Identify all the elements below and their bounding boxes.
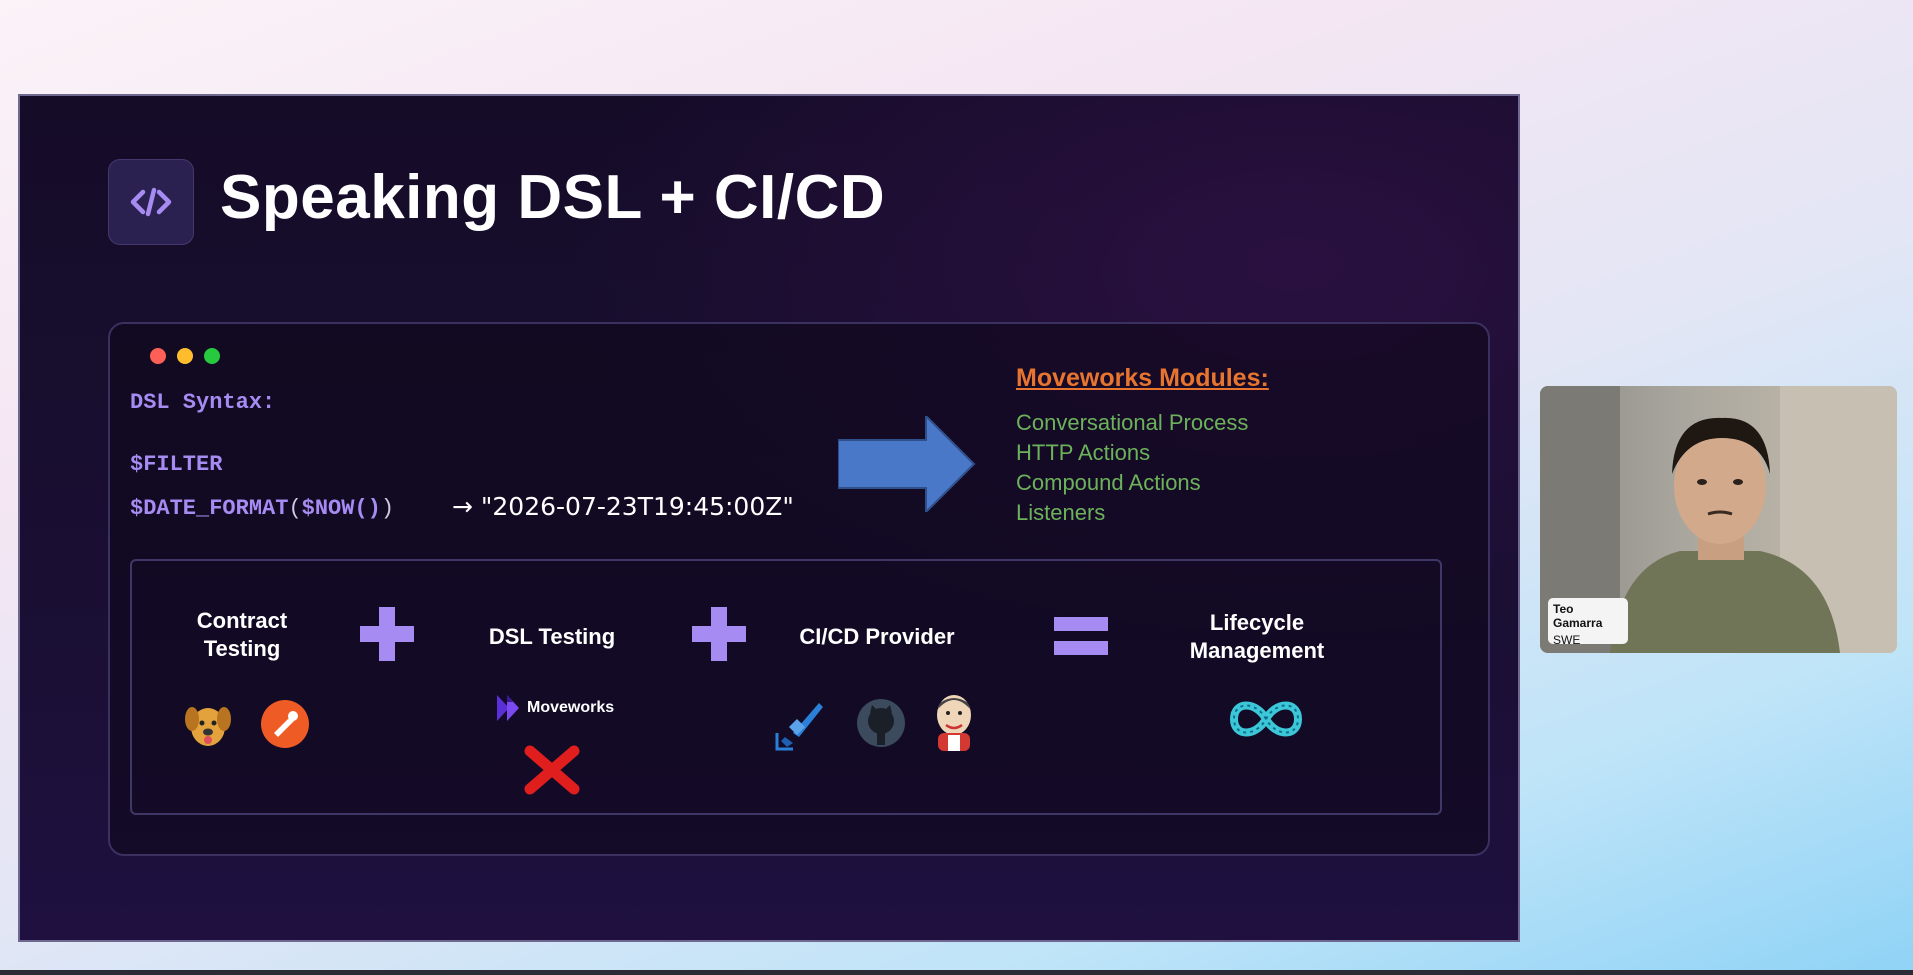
- result-value: "2026-07-23T19:45:00Z": [480, 492, 794, 521]
- moveworks-logo-icon: [497, 695, 519, 721]
- code-line-filter: $FILTER: [130, 452, 223, 477]
- red-x-icon: [524, 745, 580, 795]
- dog-logo-icon: [185, 707, 231, 746]
- slide-title: Speaking DSL + CI/CD: [220, 163, 886, 232]
- moveworks-brand-text: Moveworks: [527, 699, 615, 716]
- fn-arg: $NOW(): [301, 496, 381, 521]
- plus-icon: [692, 607, 746, 661]
- presenter-video: Teo Gamarra SWE: [1540, 386, 1897, 653]
- minimize-dot: [177, 348, 193, 364]
- workflow-box: Contract Testing DSL Testing CI/CD Provi…: [130, 559, 1442, 815]
- cicd-provider-label: CI/CD Provider: [799, 624, 955, 649]
- azure-pipelines-icon: [775, 703, 823, 751]
- result-arrow: →: [452, 492, 473, 521]
- module-item: Conversational Process: [1016, 410, 1249, 435]
- right-arrow-icon: [838, 416, 976, 512]
- content-panel: DSL Syntax: $FILTER $DATE_FORMAT($NOW())…: [108, 322, 1490, 856]
- modules-list: Conversational Process HTTP Actions Comp…: [1016, 408, 1248, 528]
- presenter-name-tag: Teo Gamarra SWE: [1548, 598, 1628, 647]
- lifecycle-label: Lifecycle Management: [1189, 610, 1325, 663]
- presenter-role: SWE: [1553, 633, 1581, 647]
- plus-icon: [360, 607, 414, 661]
- presenter-name: Teo Gamarra: [1553, 602, 1603, 630]
- contract-testing-label: Contract Testing: [196, 608, 288, 661]
- close-dot: [150, 348, 166, 364]
- jenkins-icon: [937, 695, 971, 751]
- equals-icon: [1054, 617, 1108, 655]
- postman-logo-icon: [261, 700, 309, 748]
- presentation-slide: Speaking DSL + CI/CD DSL Syntax: $FILTER…: [18, 94, 1520, 942]
- code-icon: [108, 159, 194, 245]
- infinity-loop-icon: [1229, 701, 1303, 737]
- module-item: Compound Actions: [1016, 470, 1201, 495]
- module-item: HTTP Actions: [1016, 440, 1151, 465]
- paren-open: (: [288, 496, 302, 521]
- dsl-syntax-heading: DSL Syntax:: [130, 390, 276, 415]
- dsl-testing-label: DSL Testing: [488, 624, 616, 649]
- code-result: → "2026-07-23T19:45:00Z": [452, 492, 794, 521]
- github-icon: [857, 699, 905, 747]
- maximize-dot: [204, 348, 220, 364]
- window-dots: [150, 348, 220, 364]
- paren-close: ): [380, 496, 395, 521]
- code-line-date-format: $DATE_FORMAT($NOW()): [130, 496, 394, 521]
- module-item: Listeners: [1016, 500, 1106, 525]
- fn-name: $DATE_FORMAT: [130, 496, 289, 521]
- modules-title: Moveworks Modules:: [1016, 364, 1269, 392]
- bottom-bar: [0, 970, 1913, 975]
